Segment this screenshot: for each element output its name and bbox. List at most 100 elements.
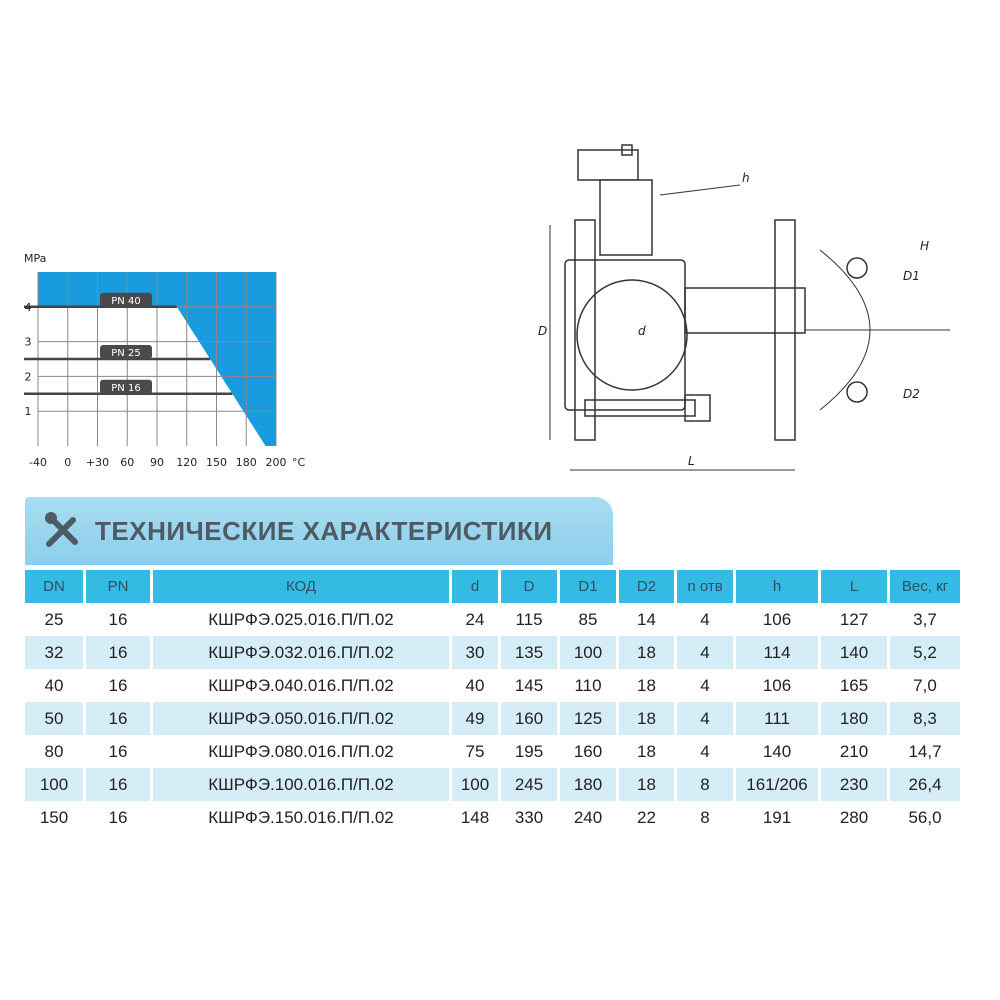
table-cell: 161/206: [736, 768, 818, 801]
table-cell: 75: [465, 741, 485, 761]
table-cell: 180: [821, 702, 887, 735]
x-tick-label: 120: [176, 456, 197, 469]
series-badge: [100, 292, 152, 307]
table-cell: 50: [25, 702, 83, 735]
table-cell: 85: [578, 609, 598, 629]
section-title-band: ТЕХНИЧЕСКИЕ ХАРАКТЕРИСТИКИ: [25, 497, 613, 565]
table-cell: 4: [700, 675, 710, 695]
table-cell: 165: [839, 675, 869, 695]
table-row: 25 16 КШРФЭ.025.016.П/П.02 24 115 85 14 4 106 127…: [25, 603, 960, 636]
x-tick-label: 180: [236, 456, 257, 469]
table-cell: 32: [25, 636, 83, 669]
table-cell: 191: [762, 807, 792, 827]
table-cell: 16: [86, 768, 150, 801]
table-cell: 114: [736, 636, 818, 669]
table-cell: 16: [108, 609, 128, 629]
table-cell: КШРФЭ.150.016.П/П.02: [208, 807, 394, 827]
label-h: h: [742, 171, 750, 185]
table-cell: 4: [700, 609, 710, 629]
table-cell: 16: [108, 807, 128, 827]
table-cell: 127: [839, 609, 869, 629]
x-tick-label: +30: [86, 456, 109, 469]
column-header: КОД: [153, 570, 449, 603]
table-cell: 330: [514, 807, 544, 827]
table-cell: 140: [821, 636, 887, 669]
table-cell: 40: [44, 675, 64, 695]
table-cell: 8: [700, 807, 710, 827]
table-cell: 25: [44, 609, 64, 629]
y-axis-label: MPa: [24, 252, 46, 265]
tools-icon: [45, 512, 78, 547]
table-cell: 4: [677, 636, 733, 669]
column-header: D1: [560, 570, 616, 603]
column-header: h: [736, 570, 818, 603]
table-cell: 240: [573, 807, 603, 827]
table-cell: 135: [501, 636, 557, 669]
table-cell: 49: [452, 702, 498, 735]
table-cell: 180: [560, 768, 616, 801]
table-cell: 280: [839, 807, 869, 827]
table-cell: 245: [501, 768, 557, 801]
table-cell: 4: [700, 741, 710, 761]
x-tick-label: 0: [64, 456, 71, 469]
table-cell: КШРФЭ.032.016.П/П.02: [153, 636, 449, 669]
table-cell: 125: [560, 702, 616, 735]
x-tick-label: 90: [150, 456, 164, 469]
table-cell: 14,7: [908, 741, 942, 761]
label-L: L: [688, 454, 695, 468]
y-tick-label: 4: [25, 301, 32, 314]
series-label: PN 25: [111, 348, 140, 359]
table-cell: 4: [677, 702, 733, 735]
table-cell: 111: [736, 702, 818, 735]
column-header: D: [501, 570, 557, 603]
table-cell: 148: [460, 807, 490, 827]
table-cell: 80: [44, 741, 64, 761]
table-cell: 160: [501, 702, 557, 735]
series-label: PN 16: [111, 383, 140, 394]
table-cell: 150: [39, 807, 69, 827]
table-cell: КШРФЭ.080.016.П/П.02: [208, 741, 394, 761]
table-cell: 30: [452, 636, 498, 669]
column-header: n отв: [677, 570, 733, 603]
table-cell: 106: [762, 675, 792, 695]
column-header: Вес, кг: [890, 570, 960, 603]
table-cell: 14: [637, 609, 656, 629]
table-cell: 145: [514, 675, 544, 695]
table-cell: 115: [515, 609, 543, 629]
table-cell: 7,0: [913, 675, 937, 695]
series-badge: [100, 345, 152, 359]
table-cell: 24: [465, 609, 485, 629]
column-header: PN: [86, 570, 150, 603]
table-cell: КШРФЭ.025.016.П/П.02: [208, 609, 394, 629]
column-header: L: [821, 570, 887, 603]
table-cell: 16: [108, 741, 128, 761]
table-cell: 18: [619, 636, 674, 669]
label-D1: D1: [903, 269, 920, 283]
x-tick-label: 150: [206, 456, 227, 469]
table-cell: 18: [619, 702, 674, 735]
table-cell: 5,2: [890, 636, 960, 669]
label-H: H: [920, 239, 929, 253]
table-cell: 16: [86, 636, 150, 669]
column-header: d: [452, 570, 498, 603]
table-cell: 3,7: [913, 609, 937, 629]
table-cell: 195: [514, 741, 544, 761]
y-tick-label: 3: [25, 336, 32, 349]
label-d: d: [638, 324, 646, 338]
table-cell: 140: [762, 741, 792, 761]
table-cell: 100: [25, 768, 83, 801]
table-cell: КШРФЭ.050.016.П/П.02: [153, 702, 449, 735]
table-cell: 106: [762, 609, 792, 629]
x-tick-label: 60: [120, 456, 134, 469]
table-cell: 8: [677, 768, 733, 801]
table-cell: 110: [574, 675, 602, 695]
x-tick-label: 200: [266, 456, 287, 469]
